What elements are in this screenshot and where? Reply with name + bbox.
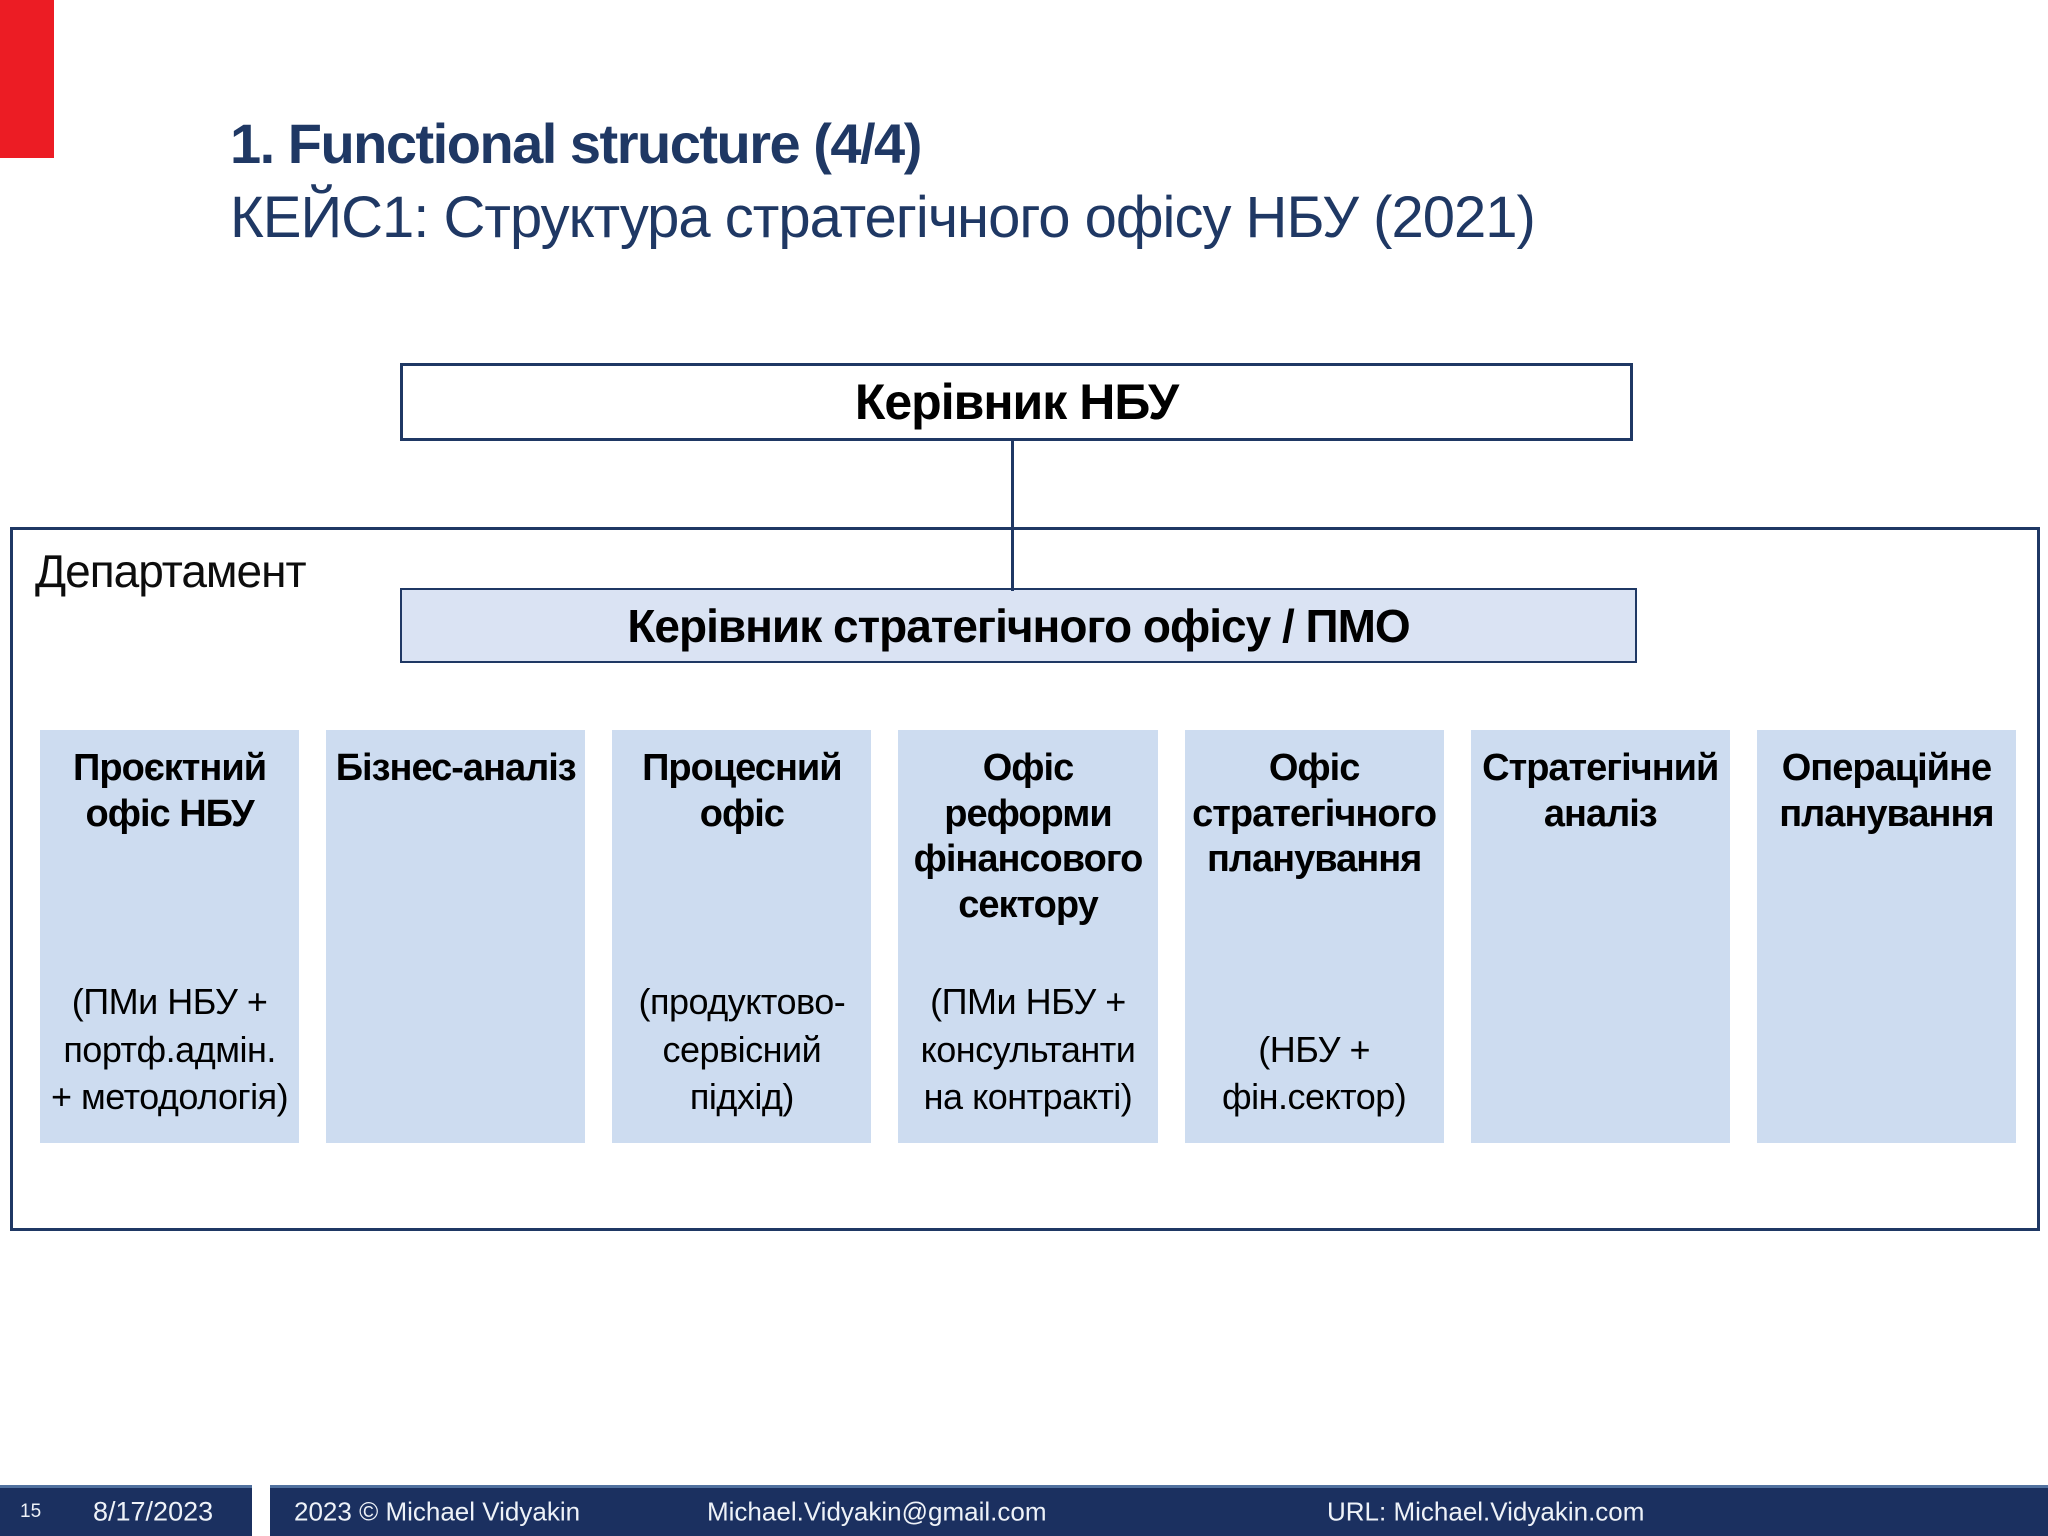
- slide-subtitle: КЕЙС1: Структура стратегічного офісу НБУ…: [230, 184, 1536, 250]
- unit-title: Бізнес-аналіз: [335, 747, 577, 789]
- unit-project-office: Проєктний офіс НБУ (ПМи НБУ + портф.адмі…: [40, 730, 300, 1143]
- red-corner-accent: [0, 0, 54, 158]
- unit-title: Офіс стратегічного планування: [1192, 747, 1437, 881]
- unit-title: Офіс реформи фінансового сектору: [913, 747, 1144, 926]
- pmo-manager-box: Керівник стратегічного офісу / ПМО: [400, 588, 1637, 663]
- org-units-row: Проєктний офіс НБУ (ПМи НБУ + портф.адмі…: [40, 730, 2016, 1143]
- footer-right-bar: 2023 © Michael Vidyakin Michael.Vidyakin…: [270, 1485, 2048, 1536]
- unit-title: Проєктний офіс НБУ: [73, 747, 267, 835]
- footer-date: 8/17/2023: [93, 1496, 214, 1527]
- footer-url: URL: Michael.Vidyakin.com: [1327, 1496, 1645, 1527]
- unit-note: (ПМи НБУ + консультанти на контракті): [920, 981, 1136, 1118]
- department-label: Департамент: [35, 545, 307, 597]
- org-root-label: Керівник НБУ: [854, 374, 1179, 430]
- org-root-box: Керівник НБУ: [400, 363, 1633, 441]
- unit-title: Процесний офіс: [642, 747, 843, 835]
- page-number: 15: [20, 1501, 42, 1522]
- org-connector-line: [1011, 441, 1014, 591]
- unit-process-office: Процесний офіс (продуктово- сервісний пі…: [612, 730, 872, 1143]
- unit-title: Операційне планування: [1779, 747, 1994, 835]
- unit-note: (НБУ + фін.сектор): [1221, 1028, 1407, 1118]
- slide-title: 1. Functional structure (4/4): [230, 112, 922, 175]
- unit-finance-reform-office: Офіс реформи фінансового сектору (ПМи НБ…: [898, 730, 1158, 1143]
- unit-operational-planning: Операційне планування: [1756, 730, 2016, 1143]
- footer-left-bar: 15 8/17/2023: [0, 1485, 252, 1536]
- footer-copyright: 2023 © Michael Vidyakin: [294, 1496, 581, 1527]
- unit-strategic-planning-office: Офіс стратегічного планування (НБУ + фін…: [1184, 730, 1444, 1143]
- pmo-manager-label: Керівник стратегічного офісу / ПМО: [627, 599, 1410, 652]
- unit-note: (продуктово- сервісний підхід): [638, 981, 846, 1118]
- title-block: 1. Functional structure (4/4) КЕЙС1: Стр…: [230, 112, 1536, 254]
- unit-strategic-analysis: Стратегічний аналіз: [1470, 730, 1730, 1143]
- unit-business-analysis: Бізнес-аналіз: [326, 730, 586, 1143]
- footer-email: Michael.Vidyakin@gmail.com: [707, 1496, 1047, 1527]
- unit-note: (ПМи НБУ + портф.адмін. + методологія): [50, 981, 289, 1118]
- unit-title: Стратегічний аналіз: [1482, 747, 1719, 835]
